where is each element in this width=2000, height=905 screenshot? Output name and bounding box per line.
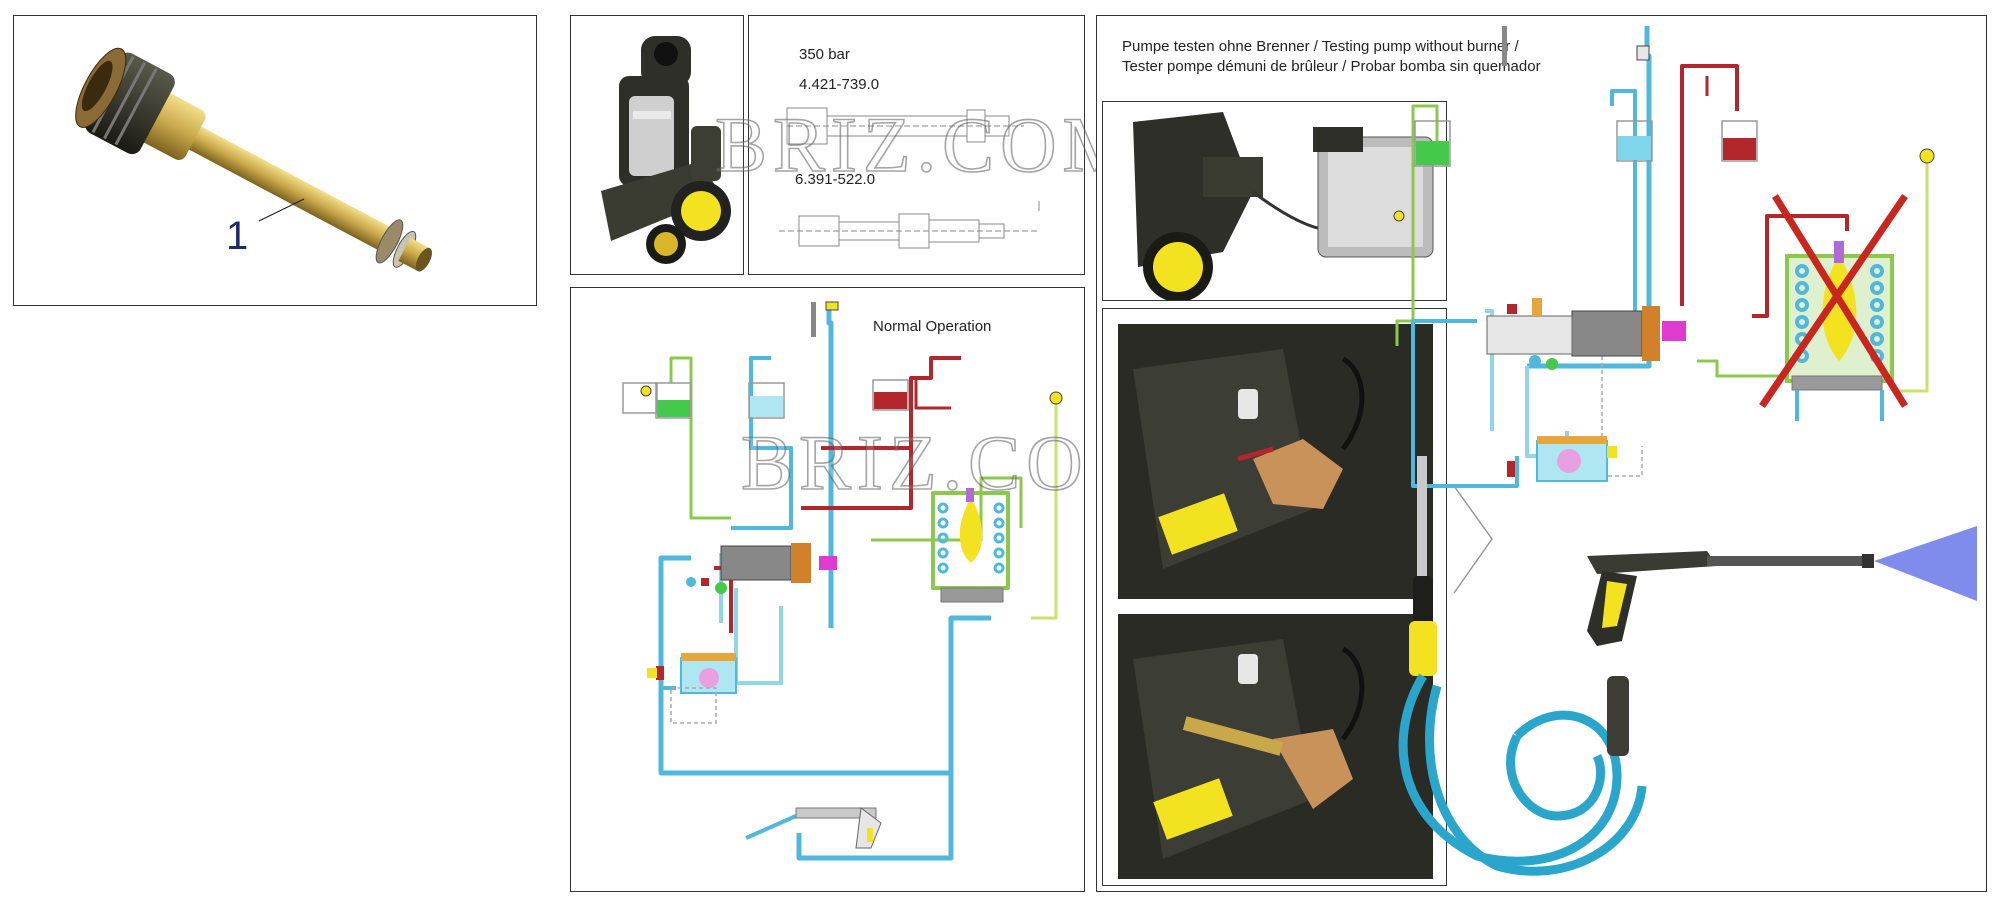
- burner-removed-photo: [1102, 101, 1447, 301]
- part-number-secondary: 6.391-522.0: [795, 171, 876, 188]
- watermark-center: BRIZ.COM.RU: [740, 418, 1085, 507]
- testing-pump-panel: Pumpe testen ohne Brenner / Testing pump…: [1096, 15, 1987, 892]
- part-photo-panel: 1: [13, 15, 537, 306]
- technical-line-drawing: [779, 107, 1040, 249]
- normal-operation-title: Normal Operation: [873, 318, 992, 335]
- pump-valve-photos: [1102, 308, 1447, 886]
- part-number-primary: 4.421-739.0: [799, 76, 880, 93]
- normal-operation-schematic: [622, 301, 1063, 861]
- machine-without-burner-image: [1133, 112, 1434, 300]
- spec-drawing-panel: 350 bar 4.421-739.0 6.391-522.0: [748, 15, 1085, 275]
- pressure-washer-machine-image: [601, 36, 731, 264]
- normal-operation-panel: Normal Operation: [570, 287, 1085, 892]
- testing-pump-schematic: [1393, 26, 1977, 876]
- testing-title-line-2: Tester pompe démuni de brûleur / Probar …: [1122, 58, 1541, 75]
- pump-valve-closeup-images: [1118, 324, 1433, 879]
- callout-number: 1: [226, 214, 249, 258]
- testing-title-line-1: Pumpe testen ohne Brenner / Testing pump…: [1122, 38, 1519, 55]
- machine-photo-panel: [570, 15, 744, 275]
- pressure-label: 350 bar: [799, 46, 850, 63]
- chevron-right-icon: [1453, 485, 1493, 594]
- nozzle-part-illustration: [75, 47, 432, 272]
